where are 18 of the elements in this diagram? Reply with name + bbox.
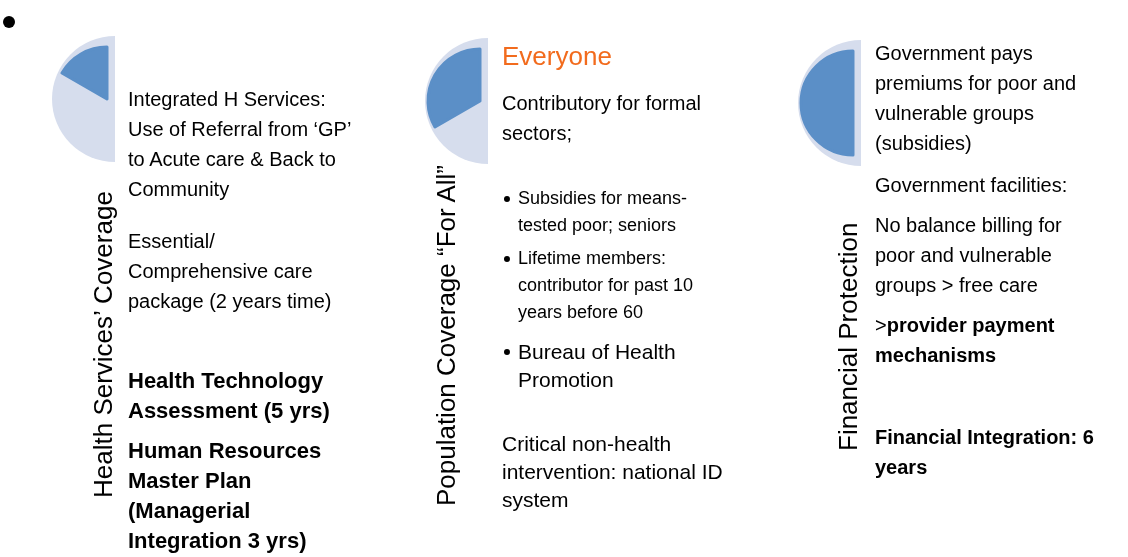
column-title: Financial Protection xyxy=(831,221,864,451)
description: Contributory for formal sectors; xyxy=(502,91,702,146)
bullet-item: Bureau of Health Promotion xyxy=(502,338,732,394)
milestone: Health Technology Assessment (5 yrs) xyxy=(128,367,331,425)
description: Government facilities: xyxy=(875,173,1069,198)
column-title: Health Services’ Coverage xyxy=(86,190,119,498)
milestone: Human Resources Master Plan (Managerial Integration 3 yrs) xyxy=(128,437,323,555)
bullet-item: Subsidies for means-tested poor; seniors xyxy=(502,185,720,239)
description: Government pays premiums for poor and vulnerable groups (subsidies) xyxy=(875,41,1078,156)
description: Integrated H Services: Use of Referral from ‘GP’ to Acute care & Back to Community xyxy=(128,87,352,202)
heading: Everyone xyxy=(502,40,613,72)
description: Essential/ Comprehensive care package (2 years time) xyxy=(128,229,333,314)
description: No balance billing for poor and vulnerable groups > free care xyxy=(875,213,1063,298)
milestone: >provider payment mechanisms xyxy=(875,313,1056,368)
milestone: Financial Integration: 6 years xyxy=(875,425,1095,480)
column-title: Population Coverage “For All” xyxy=(430,165,462,509)
bullet-item: Lifetime members: contributor for past 10 years before 60 xyxy=(502,245,720,326)
note: Critical non-health intervention: national ID system xyxy=(502,431,724,513)
